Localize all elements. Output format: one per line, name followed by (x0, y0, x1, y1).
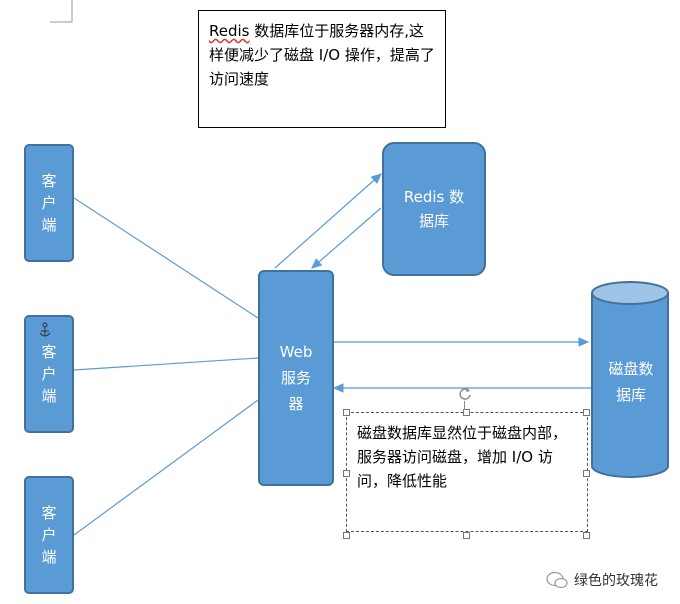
client3-to-web-line (73, 399, 259, 536)
resize-handle-bottom[interactable] (463, 532, 470, 539)
disk-db-line1: 磁盘数 (608, 360, 654, 378)
redis-db-line2: 据库 (418, 212, 449, 230)
client-box-1: 客户端 (24, 144, 74, 262)
watermark: 绿色的玫瑰花 (546, 570, 658, 590)
disk-note-box[interactable]: 磁盘数据库显然位于磁盘内部，服务器访问磁盘，增加 I/O 访问，降低性能 (346, 412, 588, 532)
web-server-line2: 服务 (280, 369, 311, 387)
disk-db-line2: 据库 (615, 386, 646, 404)
client-label-1: 客户端 (41, 172, 57, 234)
redis-note-text: 数据库位于服务器内存,这样便减少了磁盘 I/O 操作，提高了访问速度 (209, 22, 435, 88)
resize-handle-top[interactable] (463, 409, 470, 416)
client-box-3: 客户端 (24, 476, 74, 594)
disk-db-cylinder (591, 281, 669, 478)
resize-handle-bl[interactable] (343, 532, 350, 539)
web-server-line1: Web (279, 343, 313, 361)
watermark-text: 绿色的玫瑰花 (574, 573, 658, 589)
wechat-icon (546, 571, 568, 589)
web-to-redis-arrow (274, 173, 382, 269)
web-server-line3: 器 (288, 395, 304, 413)
rotate-handle-stem (464, 401, 465, 410)
resize-handle-tl[interactable] (343, 409, 350, 416)
redis-db-word: Redis (403, 188, 445, 206)
resize-handle-br[interactable] (583, 532, 590, 539)
redis-note-box: Redis 数据库位于服务器内存,这样便减少了磁盘 I/O 操作，提高了访问速度 (198, 10, 446, 128)
client-label-2: 客户端 (41, 343, 57, 405)
redis-db-box: Redis 数 据库 (382, 142, 486, 276)
web-server-box: Web 服务 器 (258, 270, 334, 486)
client-label-3: 客户端 (41, 504, 57, 566)
rotate-handle-icon[interactable] (457, 386, 473, 402)
redis-to-web-arrow (311, 207, 382, 269)
redis-db-line1-suffix: 数 (444, 188, 465, 206)
anchor-icon (39, 322, 51, 337)
page-corner-mark (50, 0, 73, 23)
resize-handle-tr[interactable] (583, 409, 590, 416)
redis-note-word: Redis (209, 22, 250, 40)
client2-to-web-line (73, 357, 259, 371)
client1-to-web-line (73, 197, 259, 319)
disk-note-text: 磁盘数据库显然位于磁盘内部，服务器访问磁盘，增加 I/O 访问，降低性能 (357, 424, 568, 490)
disk-db-label: 磁盘数 据库 (592, 356, 670, 408)
resize-handle-right[interactable] (583, 470, 590, 477)
resize-handle-left[interactable] (343, 470, 350, 477)
